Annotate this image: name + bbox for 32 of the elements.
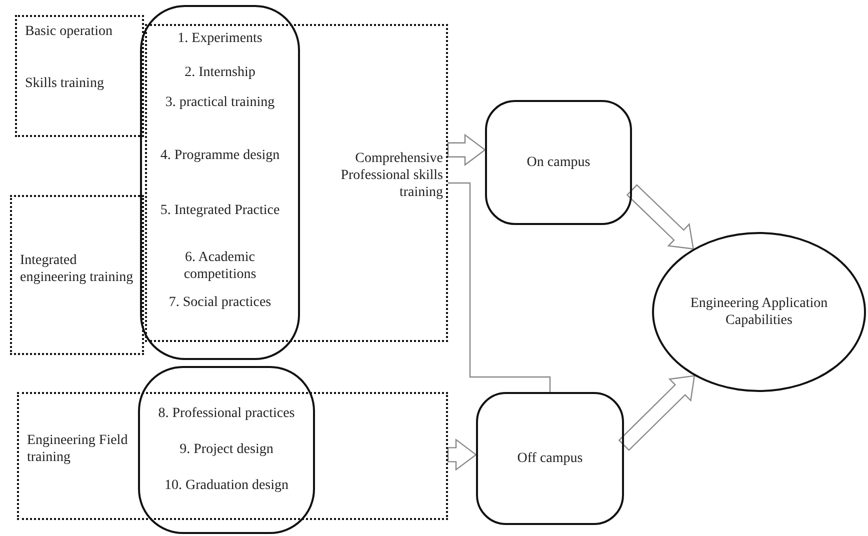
block-arrow (626, 184, 694, 250)
list-item: 8. Professional practices (157, 405, 296, 422)
dotted-box (17, 392, 448, 520)
node-label: Comprehensive Professional skills training (340, 150, 443, 201)
node-label: On campus (526, 154, 590, 171)
ellipse-node (652, 232, 866, 392)
list-item: 10. Graduation design (163, 477, 290, 494)
list-item: 6. Academic competitions (182, 249, 258, 283)
dotted-box (15, 15, 144, 137)
rounded-box (138, 366, 315, 534)
node-label: Skills training (25, 75, 105, 92)
list-item: 2. Internship (184, 64, 256, 81)
block-arrow (618, 375, 696, 452)
node-label: Engineering Field training (27, 432, 129, 466)
connector-line (448, 182, 551, 392)
node-label: Engineering Application Capabilities (689, 295, 829, 329)
list-item: 4. Programme design (159, 147, 281, 164)
rounded-box (476, 392, 624, 525)
list-item: 5. Integrated Practice (159, 202, 281, 219)
rounded-box (485, 100, 632, 225)
node-label: Integrated engineering training (20, 252, 134, 286)
list-item: 7. Social practices (168, 294, 272, 311)
list-item: 9. Project design (178, 441, 274, 458)
node-label: Off campus (517, 450, 583, 467)
block-arrow (447, 134, 486, 166)
block-arrow (447, 438, 477, 471)
dotted-box (145, 24, 448, 342)
list-item: 1. Experiments (176, 30, 264, 47)
dotted-box (10, 195, 144, 355)
node-label: Basic operation (25, 23, 114, 40)
list-item: 3. practical training (164, 94, 276, 111)
rounded-box (140, 5, 300, 360)
